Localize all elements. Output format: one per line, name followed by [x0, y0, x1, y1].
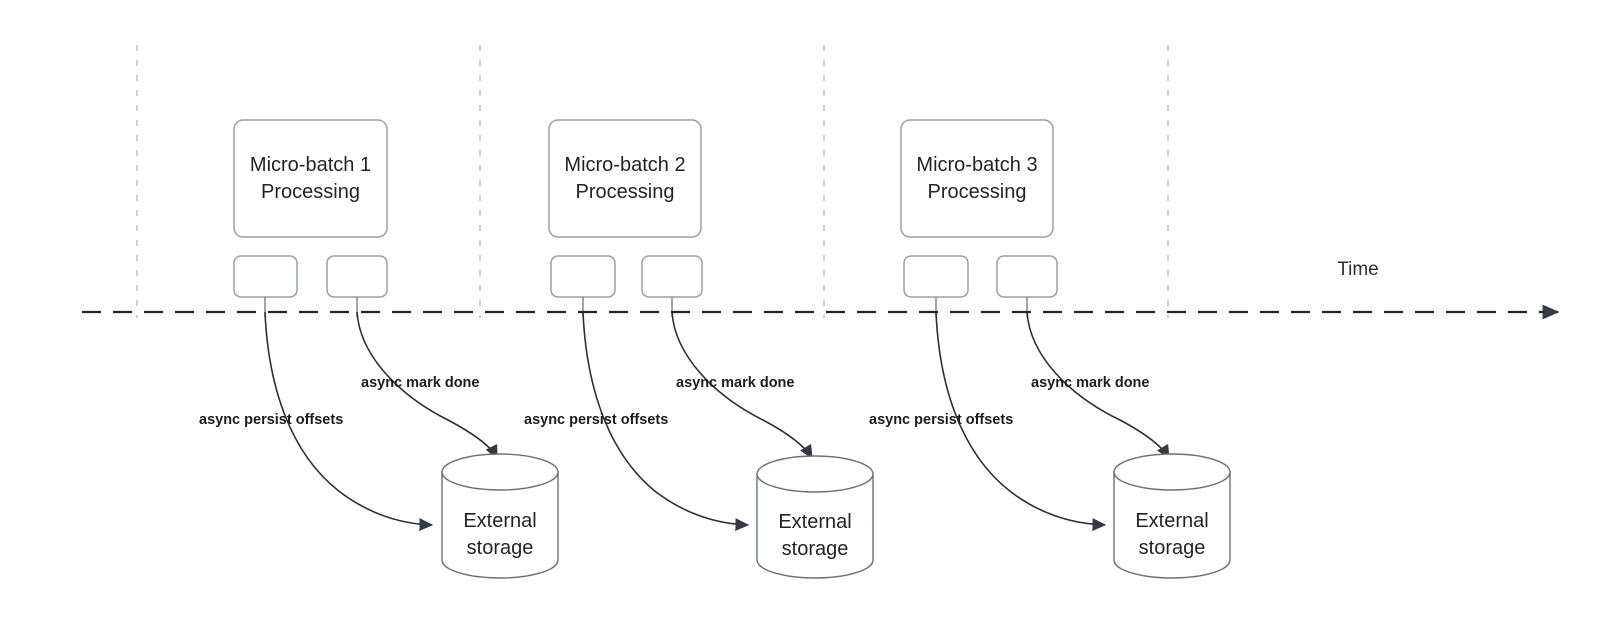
group-2: Micro-batch 2 Processing async persist o…: [524, 119, 874, 579]
group-2-storage-top: [756, 455, 874, 493]
time-axis-label: Time: [1337, 259, 1379, 280]
micro-batch-2-label-line1: Micro-batch 2: [564, 154, 685, 176]
group-3-async-persist-offsets-label: async persist offsets: [869, 412, 1013, 428]
micro-batch-2-task-box-b[interactable]: [641, 255, 703, 298]
group-1-external-storage[interactable]: External storage: [441, 453, 559, 579]
micro-batch-1-label-line2: Processing: [261, 181, 360, 203]
group-3-storage-top: [1113, 453, 1231, 491]
micro-batch-1-task-box-a[interactable]: [233, 255, 298, 298]
group-1-async-mark-done-arrow: [356, 311, 498, 460]
group-1-async-mark-done-label: async mark done: [361, 375, 479, 391]
group-3: Micro-batch 3 Processing async persist o…: [869, 119, 1231, 579]
group-3-external-storage[interactable]: External storage: [1113, 453, 1231, 579]
group-2-external-storage[interactable]: External storage: [756, 455, 874, 579]
micro-batch-2-label-line2: Processing: [576, 181, 675, 203]
group-3-async-persist-offsets-arrow: [935, 311, 1107, 532]
micro-batch-3-label-line1: Micro-batch 3: [916, 154, 1037, 176]
micro-batch-2-box[interactable]: [548, 119, 702, 238]
group-3-storage-label-line2: storage: [1139, 537, 1206, 559]
group-1-storage-body: [441, 471, 559, 579]
group-3-storage-label-line1: External: [1135, 510, 1208, 532]
micro-batch-3-task-box-b[interactable]: [996, 255, 1058, 298]
group-1-async-persist-offsets-label: async persist offsets: [199, 412, 343, 428]
micro-batch-3-box[interactable]: [900, 119, 1054, 238]
group-3-storage-body: [1113, 471, 1231, 579]
group-2-async-persist-offsets-label: async persist offsets: [524, 412, 668, 428]
group-3-async-mark-done-label: async mark done: [1031, 375, 1149, 391]
micro-batch-2-task-box-a[interactable]: [550, 255, 616, 298]
group-2-storage-label-line1: External: [778, 511, 851, 533]
micro-batch-3-label-line2: Processing: [928, 181, 1027, 203]
micro-batch-1-box[interactable]: [233, 119, 388, 238]
micro-batch-3-task-box-a[interactable]: [903, 255, 969, 298]
group-1-storage-label-line1: External: [463, 510, 536, 532]
period-dividers: [136, 45, 1169, 318]
group-2-storage-body: [756, 473, 874, 579]
group-2-async-persist-offsets-arrow: [582, 311, 750, 532]
group-2-async-mark-done-label: async mark done: [676, 375, 794, 391]
micro-batch-1-task-box-b[interactable]: [326, 255, 388, 298]
group-2-async-mark-done-arrow: [671, 311, 813, 460]
group-2-storage-label-line2: storage: [782, 538, 849, 560]
group-1-storage-top: [441, 453, 559, 491]
group-1-storage-label-line2: storage: [467, 537, 534, 559]
group-1: Micro-batch 1 Processing async persist o…: [199, 119, 559, 579]
micro-batch-1-label-line1: Micro-batch 1: [250, 154, 371, 176]
time-axis: Time: [82, 259, 1560, 320]
group-3-async-mark-done-arrow: [1026, 311, 1170, 460]
group-1-async-persist-offsets-arrow: [264, 311, 434, 532]
